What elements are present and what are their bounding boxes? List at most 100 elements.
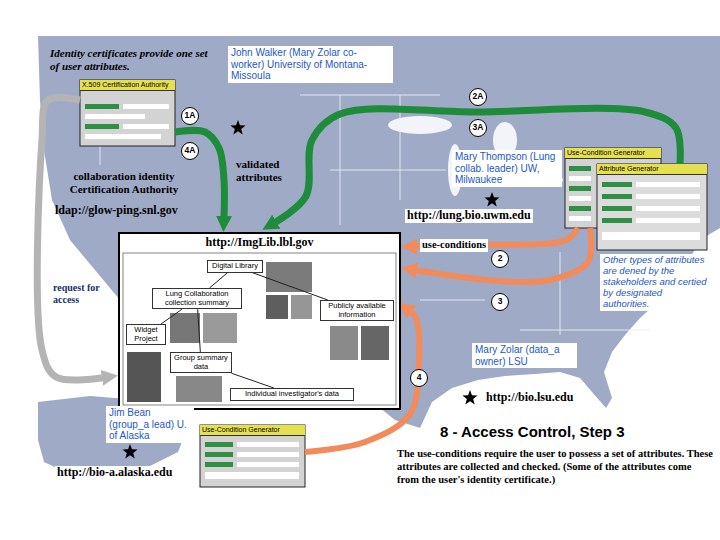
note-text: Identity certificates provide one set of… [50, 47, 210, 73]
photo [203, 313, 237, 343]
label-holder: 8 - Access Control, Step 3 [440, 423, 625, 441]
border-line [520, 330, 650, 331]
person-callout: Mary Zolar (data_a owner) LSU [472, 343, 577, 368]
window-title: Attribute Generator [597, 164, 707, 175]
land [38, 36, 720, 428]
photo [291, 295, 312, 319]
connector [175, 130, 224, 217]
photo [330, 326, 358, 360]
form-field [569, 166, 591, 171]
label-holder: http://bio-a.alaska.edu [55, 466, 174, 480]
item-text: Digital Library [210, 262, 260, 271]
form-field [636, 182, 700, 187]
connector [161, 309, 182, 324]
url-label: http://bio.lsu.edu [484, 391, 575, 405]
site-star [462, 390, 477, 404]
form-field [636, 218, 700, 223]
form-field [602, 218, 632, 223]
form-field [85, 134, 161, 139]
library-frame [123, 253, 396, 405]
form-field [205, 442, 233, 447]
connectors [37, 98, 680, 452]
connector-label: use-conditions [420, 239, 488, 252]
connector [232, 373, 274, 388]
form-field [569, 216, 591, 221]
library-item: Lung Collaboration collection summary [152, 288, 242, 309]
photo [266, 295, 288, 319]
form-field [569, 196, 591, 201]
form-field [237, 452, 299, 457]
photo [266, 262, 312, 292]
lake [388, 116, 452, 134]
site-star [484, 192, 499, 206]
generator-window: Attribute Generator [597, 164, 707, 250]
authority-caption: collaboration identity Certification Aut… [58, 170, 190, 196]
label-holder: http://bio.lsu.edu [484, 391, 575, 405]
label-holder: 4 [410, 369, 428, 387]
photo [170, 313, 200, 343]
label-holder: John Walker (Mary Zolar co-worker) Unive… [228, 46, 393, 83]
window-title: Use-Condition Generator [565, 148, 661, 159]
form-field [123, 124, 169, 129]
label-holder: use-conditions [420, 239, 488, 252]
photo [361, 326, 389, 360]
url-label: ldap://glow-ping.snl.gov [55, 204, 178, 218]
form-field [569, 186, 591, 191]
label-holder: 4A [181, 142, 199, 160]
arrow-note: request for access [53, 282, 109, 306]
label-holder: collaboration identity Certification Aut… [58, 170, 190, 196]
label-holder: 3 [491, 293, 509, 311]
connector [37, 98, 103, 380]
label-holder: Mary Thompson (Lung collab. leader) UW, … [452, 150, 562, 187]
alaska-window-frame [200, 425, 305, 487]
label-holder: Identity certificates provide one set of… [50, 47, 210, 73]
form-field [636, 206, 700, 211]
form-field [569, 176, 591, 181]
library-item: Widget Project [126, 324, 166, 345]
url-label: http://lung.bio.uwm.edu [405, 209, 533, 223]
ca-window: X.509 Certification Authority [80, 80, 175, 146]
label-holder: http://lung.bio.uwm.edu [405, 209, 533, 223]
site-star [122, 444, 137, 458]
window-title: X.509 Certification Authority [80, 80, 175, 91]
label-holder: validated attributes [236, 158, 300, 184]
connector [252, 273, 327, 300]
border-line [330, 170, 446, 171]
form-field [602, 182, 632, 187]
label-holder: The use-conditions require the user to p… [397, 447, 715, 486]
connector [305, 312, 419, 452]
form-field [602, 232, 700, 240]
item-text: Lung Collaboration collection summary [155, 290, 239, 307]
label-holder: ldap://glow-ping.snl.gov [55, 204, 178, 218]
form-field [85, 124, 119, 129]
library-box: http://ImgLib.lbl.govDigital LibraryLung… [118, 232, 401, 410]
border-line [420, 300, 485, 301]
form-field [85, 104, 119, 109]
site-star [230, 120, 245, 134]
library-item: Individual investigator's data [230, 388, 354, 401]
border-line [560, 252, 561, 335]
window-title: Use-Condition Generator [200, 425, 305, 436]
connector [198, 309, 201, 352]
slide-caption: The use-conditions require the user to p… [397, 447, 715, 486]
connector [416, 228, 591, 282]
ca-window-frame [80, 80, 175, 146]
form-field [205, 462, 233, 467]
item-text: Widget Project [129, 326, 163, 343]
form-field [205, 472, 299, 479]
label-holder: 1A [181, 107, 199, 125]
callout-number: 2 [491, 250, 509, 268]
library-item: Digital Library [207, 260, 263, 273]
callout-number: 3 [491, 293, 509, 311]
form-field [237, 442, 299, 447]
library-item: Publicly available information [320, 300, 394, 321]
callout-number: 4A [181, 142, 199, 160]
info-note: Other types of attributes are dened by t… [600, 254, 714, 311]
label-holder: 2 [491, 250, 509, 268]
callout-number: 1A [181, 107, 199, 125]
form-field [602, 194, 632, 199]
library-item: Group summary data [170, 352, 232, 373]
form-field [123, 104, 169, 109]
form-field [205, 452, 233, 457]
